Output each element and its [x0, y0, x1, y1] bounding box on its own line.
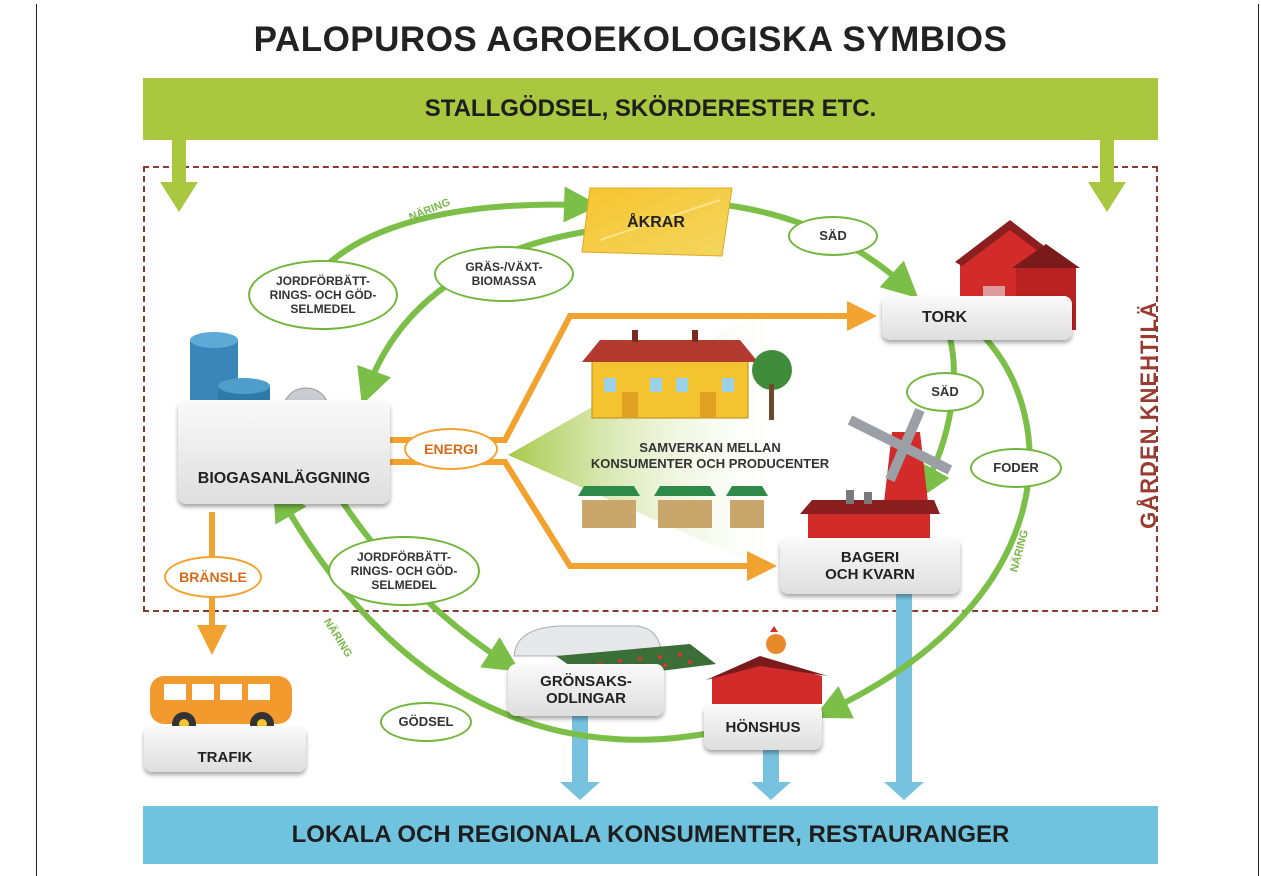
- label-soil-top-line-2: RINGS- OCH GÖD-: [269, 288, 377, 302]
- label-energi: ENERGI: [404, 428, 498, 470]
- node-trafik: TRAFIK: [144, 726, 306, 772]
- node-akrar-label: ÅKRAR: [627, 214, 685, 231]
- bottom-band-label: LOKALA OCH REGIONALA KONSUMENTER, RESTAU…: [291, 821, 1010, 848]
- label-godsel-text: GÖDSEL: [398, 714, 454, 729]
- label-gras-line-1: GRÄS-/VÄXT-: [465, 260, 543, 274]
- node-gronsaks-line-2: ODLINGAR: [546, 690, 626, 707]
- top-band-arrows: [160, 138, 1126, 212]
- label-bransle-text: BRÄNSLE: [179, 569, 247, 585]
- label-energi-text: ENERGI: [424, 441, 478, 457]
- node-cooperation: SAMVERKAN MELLAN KONSUMENTER OCH PRODUCE…: [578, 440, 842, 472]
- label-foder: FODER: [970, 448, 1062, 488]
- node-bageri-line-1: BAGERI: [840, 549, 900, 566]
- cooperation-line-2: KONSUMENTER OCH PRODUCENTER: [590, 456, 830, 471]
- label-bransle: BRÄNSLE: [164, 556, 262, 598]
- node-bageri: BAGERI OCH KVARN: [780, 538, 960, 594]
- top-band-label: STALLGÖDSEL, SKÖRDERESTER ETC.: [424, 95, 877, 122]
- label-soil-improver-bottom: JORDFÖRBÄTT- RINGS- OCH GÖD- SELMEDEL: [328, 536, 480, 606]
- greenhouse-illustration: [513, 625, 716, 680]
- label-godsel: GÖDSEL: [380, 702, 472, 742]
- label-soil-bot-line-2: RINGS- OCH GÖD-: [350, 564, 458, 578]
- label-soil-bot-line-3: SELMEDEL: [371, 578, 437, 592]
- consumer-arrows: [560, 592, 924, 800]
- label-sad-top: SÄD: [788, 216, 878, 256]
- farm-boundary: [143, 166, 1158, 612]
- node-akrar: ÅKRAR: [606, 208, 706, 238]
- henhouse-illustration: [706, 626, 828, 704]
- label-sad-mid-text: SÄD: [931, 384, 959, 399]
- bottom-consumer-band: LOKALA OCH REGIONALA KONSUMENTER, RESTAU…: [143, 806, 1158, 864]
- node-tork: TORK: [882, 296, 1072, 340]
- house-illustration: [582, 330, 792, 420]
- cooperation-line-1: SAMVERKAN MELLAN: [639, 440, 781, 455]
- field-illustration: [581, 187, 733, 257]
- node-trafik-label: TRAFIK: [197, 749, 253, 766]
- market-stalls-illustration: [578, 486, 768, 528]
- top-input-band: STALLGÖDSEL, SKÖRDERESTER ETC.: [143, 78, 1158, 140]
- node-honshus: HÖNSHUS: [704, 704, 822, 750]
- label-soil-improver-top: JORDFÖRBÄTT- RINGS- OCH GÖD- SELMEDEL: [248, 260, 398, 330]
- label-soil-top-line-3: SELMEDEL: [290, 302, 356, 316]
- node-bageri-line-2: OCH KVARN: [825, 566, 915, 583]
- node-gronsaks-line-1: GRÖNSAKS-: [540, 673, 632, 690]
- node-gronsaks: GRÖNSAKS- ODLINGAR: [508, 664, 664, 716]
- label-foder-text: FODER: [993, 460, 1039, 475]
- page-frame: [36, 4, 1259, 876]
- node-biogas-label: BIOGASANLÄGGNING: [197, 470, 371, 487]
- label-soil-top-line-1: JORDFÖRBÄTT-: [276, 274, 370, 288]
- node-tork-label: TORK: [922, 309, 968, 326]
- label-soil-bot-line-1: JORDFÖRBÄTT-: [357, 550, 451, 564]
- label-gras: GRÄS-/VÄXT- BIOMASSA: [434, 246, 574, 302]
- label-sad-mid: SÄD: [906, 372, 984, 412]
- label-sad-top-text: SÄD: [819, 228, 847, 243]
- diagram-title: PALOPUROS AGROEKOLOGISKA SYMBIOS: [253, 20, 1008, 59]
- label-gras-line-2: BIOMASSA: [471, 274, 537, 288]
- node-honshus-label: HÖNSHUS: [725, 718, 801, 736]
- node-biogas: BIOGASANLÄGGNING: [178, 400, 390, 504]
